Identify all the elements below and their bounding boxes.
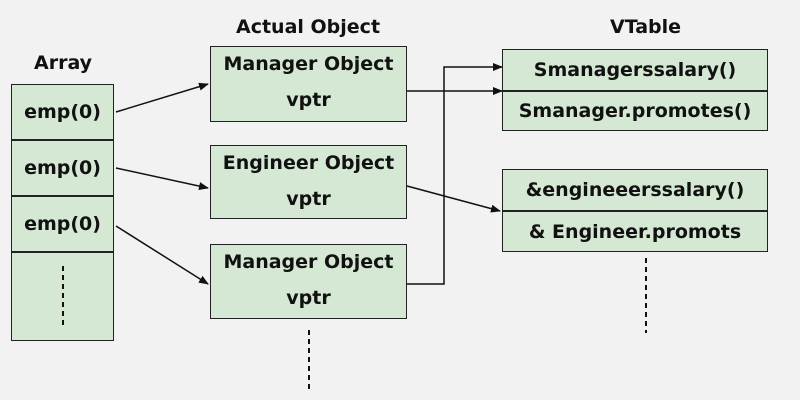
array-heading: Array bbox=[34, 52, 93, 74]
engineer-object-box: Engineer Object vptr bbox=[210, 145, 407, 219]
manager-object-vptr-1: vptr bbox=[286, 89, 331, 111]
vtable-heading: VTable bbox=[610, 16, 682, 38]
array-cell-2: emp(0) bbox=[11, 140, 114, 196]
manager-object-title-1: Manager Object bbox=[223, 53, 394, 75]
arrow-engineer-vptr-to-vtable bbox=[406, 185, 501, 213]
engineer-object-title: Engineer Object bbox=[222, 152, 395, 174]
arrow-array2-to-engineer bbox=[115, 167, 209, 190]
manager-object-title-2: Manager Object bbox=[223, 251, 394, 273]
manager-vtable-entry-salary: Smanagerssalary() bbox=[502, 49, 768, 91]
manager-object-vptr-2: vptr bbox=[286, 287, 331, 309]
engineer-vtable-entry-promotes: & Engineer.promots bbox=[502, 211, 768, 252]
actual-object-heading: Actual Object bbox=[236, 16, 381, 38]
array-cell-1: emp(0) bbox=[11, 84, 114, 140]
engineer-vtable-entry-salary: &engineeerssalary() bbox=[502, 169, 768, 211]
manager-object-box-2: Manager Object vptr bbox=[210, 244, 407, 319]
arrow-array3-to-manager2 bbox=[115, 225, 209, 285]
engineer-object-vptr: vptr bbox=[286, 188, 331, 210]
arrow-manager2-vptr-to-vtable bbox=[407, 63, 503, 285]
manager-object-box-1: Manager Object vptr bbox=[210, 46, 407, 122]
array-cell-3: emp(0) bbox=[11, 196, 114, 252]
manager-vtable-entry-promotes: Smanager.promotes() bbox=[502, 91, 768, 131]
arrow-array1-to-manager1 bbox=[115, 82, 209, 113]
